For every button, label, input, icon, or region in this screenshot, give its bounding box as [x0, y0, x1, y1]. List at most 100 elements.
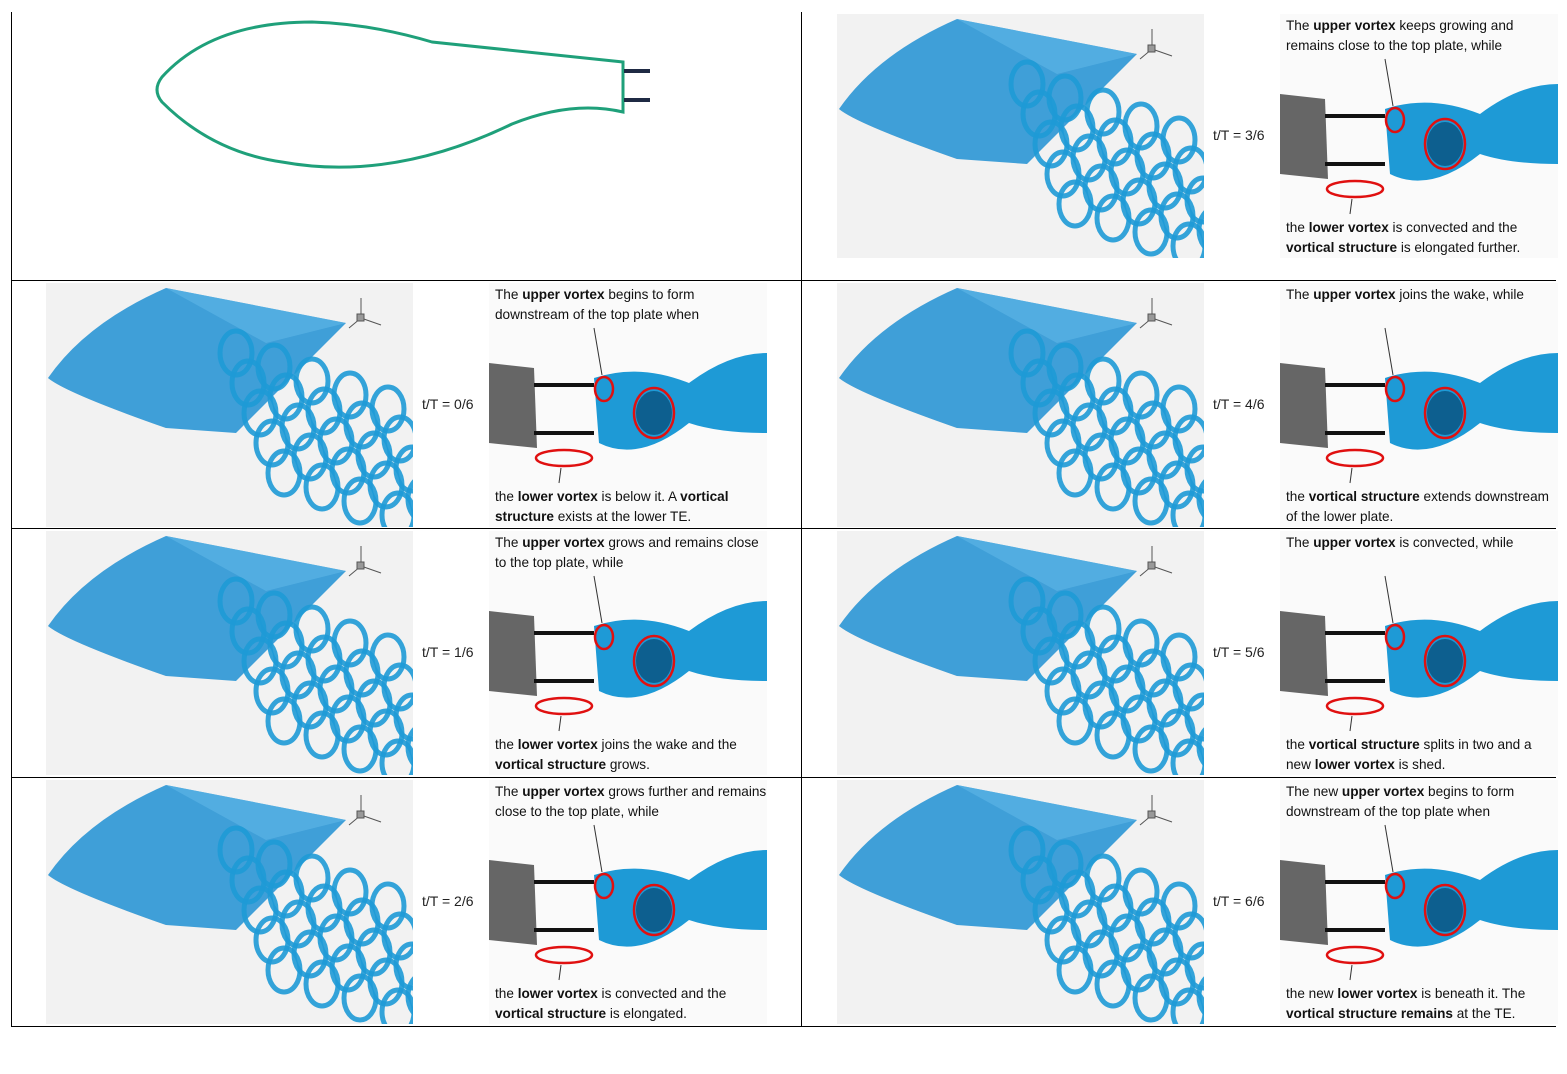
caption-segment: joins the wake, while [1395, 287, 1524, 302]
time-label: t/T = 6/6 [1213, 893, 1265, 909]
grid-line [801, 12, 802, 1026]
top-plate [624, 69, 650, 73]
caption-top: The upper vortex joins the wake, while [1286, 285, 1558, 305]
caption-segment: grows and remains close to the top plate… [495, 535, 759, 570]
caption-segment: lower vortex [1337, 986, 1418, 1001]
caption-segment: extends downstream of the lower plate. [1286, 489, 1549, 524]
panel-1: t/T = 1/6 The upper vortex grows and rem… [11, 529, 801, 777]
caption-segment: vortical structure [495, 1006, 607, 1021]
caption-segment: lower vortex [517, 737, 598, 752]
vortex-isosurface-3d [837, 14, 1204, 258]
vortex-isosurface-3d [837, 780, 1204, 1024]
caption-segment: grows. [606, 757, 650, 772]
caption-segment: upper vortex [1341, 784, 1425, 799]
airfoil-outline [155, 20, 625, 169]
caption-top: The upper vortex begins to form downstre… [495, 285, 767, 325]
caption-segment: is convected and the [597, 986, 727, 1001]
caption-segment: The [1286, 18, 1314, 33]
grid-line [801, 1026, 1556, 1027]
caption-segment: the new [1286, 986, 1338, 1001]
vortex-isosurface-3d [46, 780, 413, 1024]
caption-segment: lower vortex [517, 986, 598, 1001]
axis-triad-icon [348, 298, 382, 329]
grid-line [11, 777, 1556, 778]
caption-segment: begins to form downstream of the top pla… [1286, 784, 1515, 819]
panel-3: t/T = 3/6 The upper vortex keeps growing… [802, 12, 1567, 260]
caption-segment: upper vortex [1313, 535, 1396, 550]
caption-segment: vortical structure [1308, 489, 1420, 504]
panel-6: t/T = 6/6 The new upper vortex begins to… [802, 778, 1567, 1026]
caption-segment: vortical structure [1308, 737, 1420, 752]
caption-segment: is below it. A [597, 489, 681, 504]
vortex-closeup: The upper vortex grows further and remai… [489, 780, 767, 1024]
panel-2: t/T = 2/6 The upper vortex grows further… [11, 778, 801, 1026]
vortex-isosurface-3d [46, 531, 413, 775]
caption-segment: vortical structure [1286, 240, 1398, 255]
time-label: t/T = 2/6 [422, 893, 474, 909]
axis-triad-icon [1139, 795, 1173, 826]
vortex-closeup: The upper vortex is convected, while the… [1280, 531, 1558, 775]
time-label: t/T = 5/6 [1213, 644, 1265, 660]
panel-5: t/T = 5/6 The upper vortex is convected,… [802, 529, 1567, 777]
caption-segment: the [1286, 489, 1309, 504]
grid-line [11, 12, 12, 1026]
caption-segment: vortical structure [495, 757, 607, 772]
vortex-isosurface-3d [837, 531, 1204, 775]
caption-top: The upper vortex grows and remains close… [495, 533, 767, 573]
caption-segment: is convected, while [1395, 535, 1514, 550]
caption-segment: joins the wake and the [597, 737, 737, 752]
vortex-closeup: The upper vortex joins the wake, while t… [1280, 283, 1558, 527]
caption-segment: vortical structure [495, 489, 729, 524]
vortex-closeup: The upper vortex begins to form downstre… [489, 283, 767, 527]
axis-triad-icon [348, 795, 382, 826]
caption-segment: the [495, 986, 518, 1001]
vortex-closeup: The new upper vortex begins to form down… [1280, 780, 1558, 1024]
caption-segment: The [495, 287, 523, 302]
caption-segment: upper vortex [522, 287, 605, 302]
caption-bottom: the lower vortex is below it. A vortical… [495, 487, 767, 527]
caption-top: The upper vortex keeps growing and remai… [1286, 16, 1558, 56]
caption-segment: upper vortex [1313, 18, 1396, 33]
airfoil-schematic [155, 20, 650, 169]
grid-line [11, 528, 1556, 529]
axis-triad-icon [1139, 298, 1173, 329]
caption-segment: exists at the lower TE. [553, 509, 692, 524]
caption-segment: The [1286, 535, 1314, 550]
caption-segment: begins to form downstream of the top pla… [495, 287, 700, 322]
caption-top: The upper vortex grows further and remai… [495, 782, 767, 822]
axis-triad-icon [348, 546, 382, 577]
caption-bottom: the lower vortex is convected and the vo… [1286, 218, 1558, 258]
caption-segment: upper vortex [1313, 287, 1396, 302]
caption-segment: lower vortex [1314, 757, 1395, 772]
caption-bottom: the vortical structure extends downstrea… [1286, 487, 1558, 527]
caption-segment: the [495, 737, 518, 752]
caption-bottom: the lower vortex joins the wake and the … [495, 735, 767, 775]
vortex-isosurface-3d [46, 283, 413, 527]
caption-segment: The [495, 535, 523, 550]
caption-segment: is convected and the [1388, 220, 1518, 235]
time-label: t/T = 4/6 [1213, 396, 1265, 412]
caption-segment: lower vortex [1308, 220, 1389, 235]
bottom-plate [624, 98, 650, 102]
caption-segment: the [1286, 220, 1309, 235]
caption-segment: at the TE. [1452, 1006, 1516, 1021]
caption-bottom: the vortical structure splits in two and… [1286, 735, 1558, 775]
grid-line [11, 1026, 801, 1027]
grid-line [11, 280, 1556, 281]
caption-segment: grows further and remains close to the t… [495, 784, 767, 819]
axis-triad-icon [1139, 546, 1173, 577]
panel-4: t/T = 4/6 The upper vortex joins the wak… [802, 281, 1567, 529]
caption-segment: keeps growing and remains close to the t… [1286, 18, 1514, 53]
caption-segment: is elongated further. [1397, 240, 1521, 255]
time-label: t/T = 3/6 [1213, 127, 1265, 143]
caption-segment: vortical structure remains [1286, 1006, 1453, 1021]
vortex-isosurface-3d [837, 283, 1204, 527]
vortex-closeup: The upper vortex keeps growing and remai… [1280, 14, 1558, 258]
panel-0: t/T = 0/6 The upper vortex begins to for… [11, 281, 801, 529]
caption-segment: upper vortex [522, 535, 605, 550]
caption-segment: lower vortex [517, 489, 598, 504]
caption-top: The new upper vortex begins to form down… [1286, 782, 1558, 822]
caption-bottom: the new lower vortex is beneath it. The … [1286, 984, 1558, 1024]
caption-segment: The new [1286, 784, 1342, 799]
